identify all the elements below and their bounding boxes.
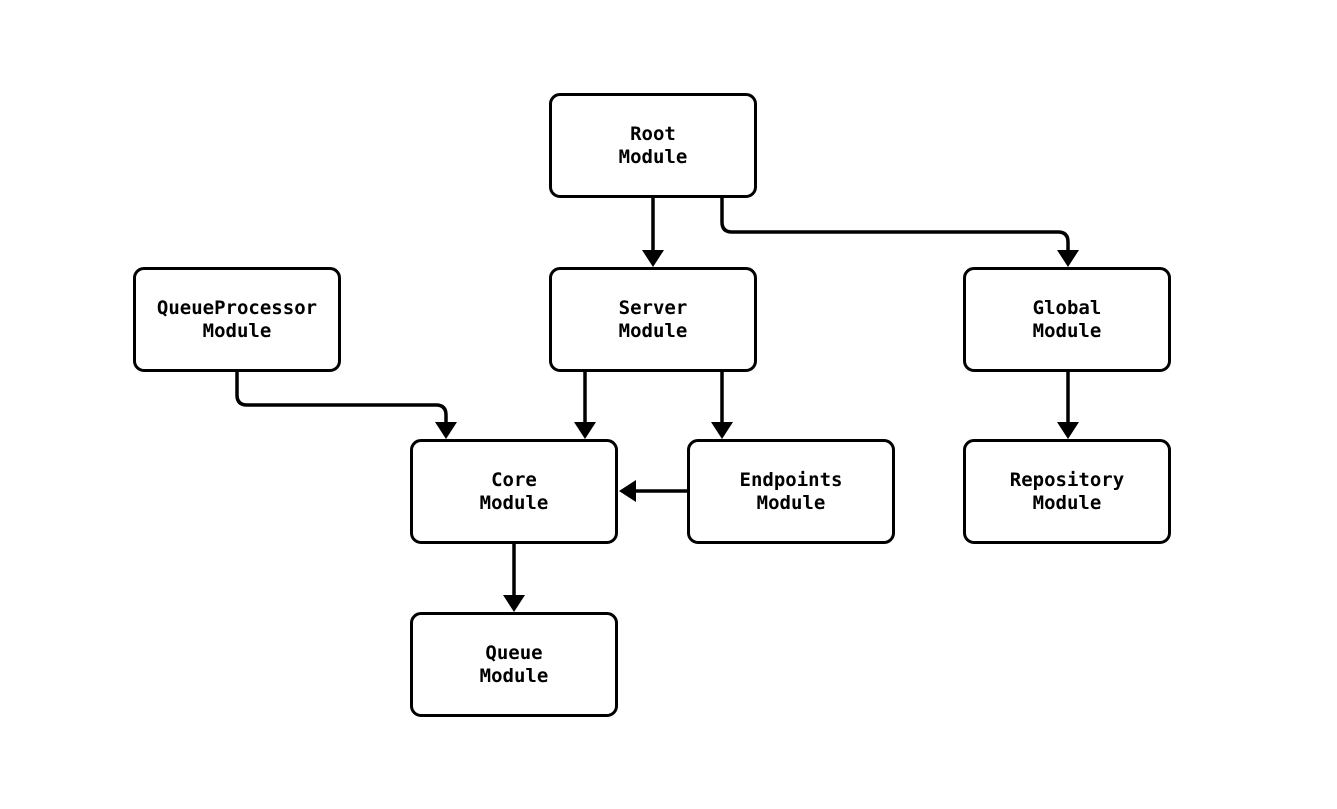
node-queueprocessor-module-line2: Module (202, 319, 272, 342)
edge-global-to-repository-arrowhead (1057, 422, 1079, 439)
node-queueprocessor-module: QueueProcessor Module (133, 267, 341, 372)
node-repository-module-label: Repository Module (1010, 469, 1124, 515)
node-root-module: Root Module (549, 93, 757, 198)
node-queue-module-line2: Module (479, 664, 549, 687)
edge-server-to-core-arrowhead (574, 422, 596, 439)
edge-root-to-global-line (720, 198, 1070, 252)
edge-queueprocessor-to-core-arrowhead (435, 422, 457, 439)
node-repository-module-line2: Module (1032, 491, 1102, 514)
node-server-module-label: Server Module (619, 297, 688, 343)
node-queue-module-line1: Queue (485, 641, 543, 664)
edge-root-to-server-arrowhead (642, 250, 664, 267)
node-endpoints-module-label: Endpoints Module (740, 469, 843, 515)
node-core-module-label: Core Module (480, 469, 549, 515)
node-global-module-label: Global Module (1033, 297, 1102, 343)
edge-endpoints-to-core-arrowhead (619, 480, 636, 502)
node-global-module-line1: Global (1032, 296, 1102, 319)
node-queue-module: Queue Module (410, 612, 618, 717)
node-queue-module-label: Queue Module (480, 642, 549, 688)
node-queueprocessor-module-line1: QueueProcessor (156, 296, 318, 319)
edge-server-to-endpoints-arrowhead (711, 422, 733, 439)
node-queueprocessor-module-label: QueueProcessor Module (157, 297, 317, 343)
node-core-module-line2: Module (479, 491, 549, 514)
node-server-module-line1: Server (618, 296, 688, 319)
node-global-module: Global Module (963, 267, 1171, 372)
node-root-module-line2: Module (618, 145, 688, 168)
node-core-module-line1: Core (491, 468, 537, 491)
node-server-module-line2: Module (618, 319, 688, 342)
node-endpoints-module-line2: Module (756, 491, 826, 514)
node-root-module-label: Root Module (619, 123, 688, 169)
edge-core-to-queue-arrowhead (503, 595, 525, 612)
node-repository-module: Repository Module (963, 439, 1171, 544)
node-root-module-line1: Root (630, 122, 676, 145)
edge-queueprocessor-to-core-line (235, 372, 448, 424)
node-endpoints-module-line1: Endpoints (739, 468, 843, 491)
node-global-module-line2: Module (1032, 319, 1102, 342)
node-core-module: Core Module (410, 439, 618, 544)
node-server-module: Server Module (549, 267, 757, 372)
node-repository-module-line1: Repository (1009, 468, 1125, 491)
node-endpoints-module: Endpoints Module (687, 439, 895, 544)
edge-root-to-global-arrowhead (1057, 250, 1079, 267)
